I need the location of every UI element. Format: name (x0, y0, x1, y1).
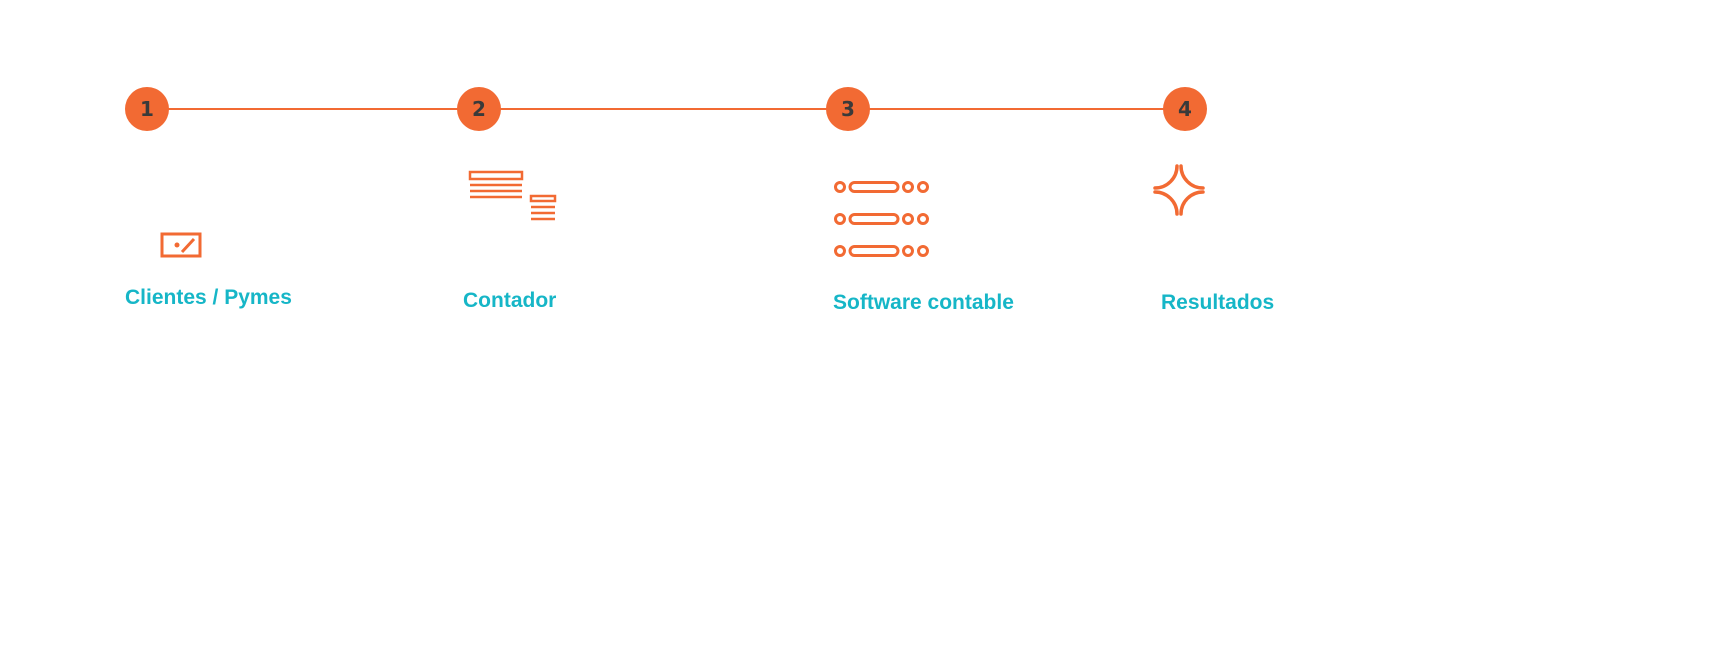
step-1-number: 1 (125, 87, 169, 131)
sparkle-icon (1153, 164, 1205, 216)
step-1-label: Clientes / Pymes (125, 286, 292, 309)
server-list-icon (834, 181, 929, 257)
connector-line-2-3 (478, 108, 847, 110)
step-2-number: 2 (457, 87, 501, 131)
step-4-label: Resultados (1161, 291, 1275, 314)
card-icon (160, 232, 202, 258)
document-stack-icon (468, 170, 557, 221)
step-2-label: Contador (463, 289, 557, 312)
step-3-number: 3 (826, 87, 870, 131)
step-4-number: 4 (1163, 87, 1207, 131)
connector-line-3-4 (847, 108, 1185, 110)
step-3-label: Software contable (833, 291, 1014, 314)
connector-line-1-2 (146, 108, 478, 110)
